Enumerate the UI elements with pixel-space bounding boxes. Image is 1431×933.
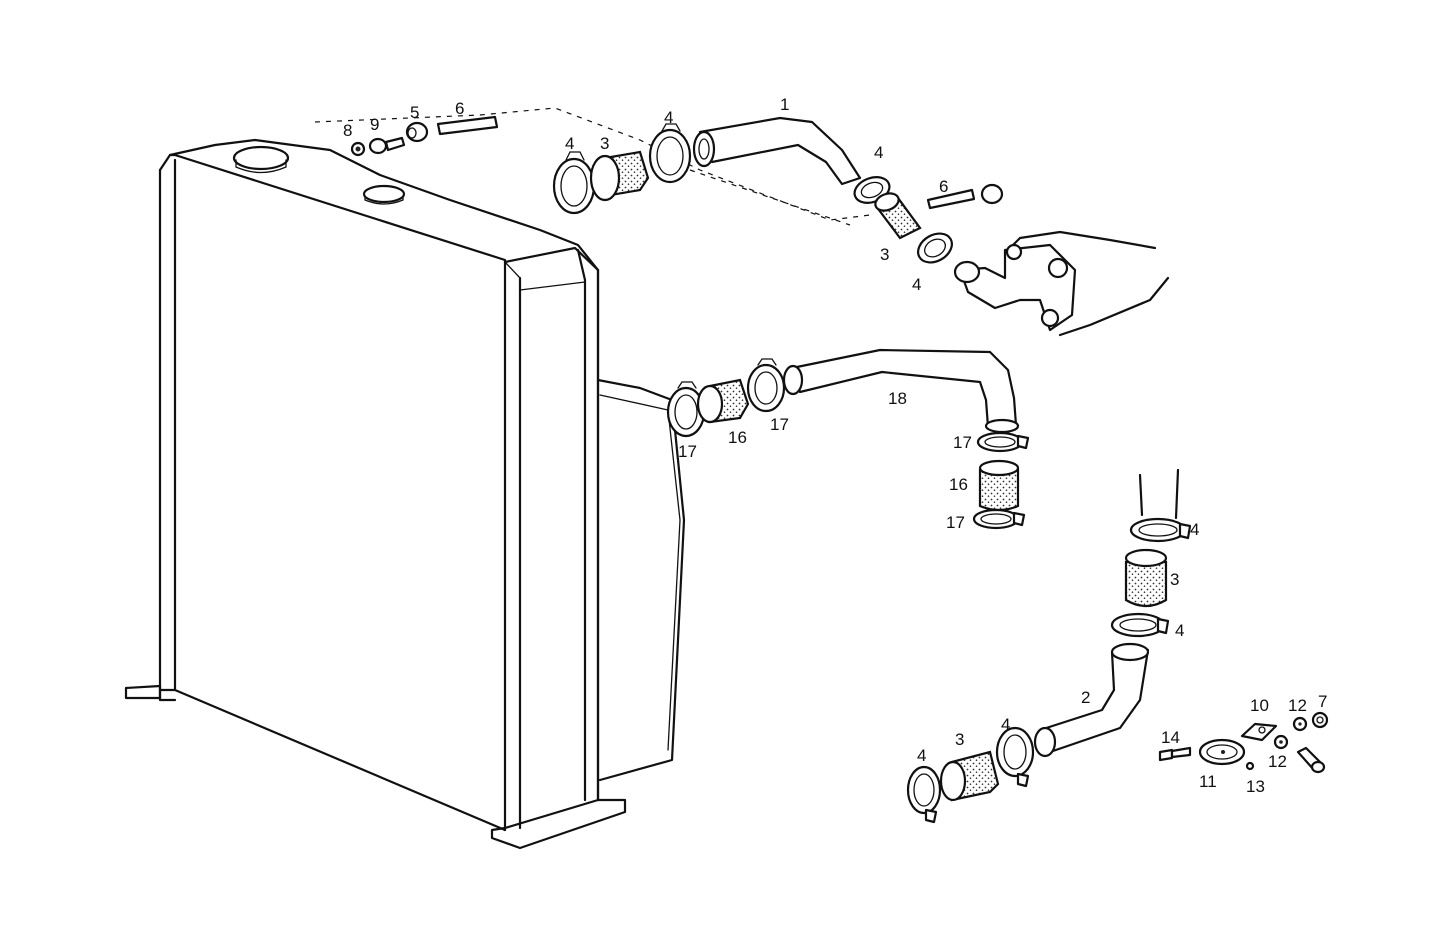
cap-5: [405, 121, 429, 143]
callout-8: 8: [343, 121, 352, 140]
callout-3: 3: [955, 730, 964, 749]
callout-labels: 1 2 3 3 3 3 4 4 4 4 4 4 4 4 5 6 6 7 8 9 …: [343, 95, 1327, 796]
callout-11: 11: [1199, 772, 1217, 791]
callout-17: 17: [770, 415, 789, 434]
sleeve-3-upper-right: [874, 192, 922, 240]
bracket-10: [1240, 722, 1278, 742]
callout-4: 4: [565, 134, 574, 153]
callout-4: 4: [912, 275, 921, 294]
radiator-tank: [124, 138, 686, 850]
clamp-4-lr-bottom: [1110, 612, 1170, 638]
callout-13: 13: [1246, 777, 1265, 796]
callout-9: 9: [370, 115, 379, 134]
callout-3: 3: [1170, 570, 1179, 589]
callout-16: 16: [949, 475, 968, 494]
sleeve-3-bottom: [939, 750, 1000, 802]
clamp-17-mid: [746, 358, 786, 413]
callout-4: 4: [1001, 715, 1010, 734]
sleeve-3-upper-left: [589, 150, 650, 202]
clamp-17-lower-right: [972, 508, 1026, 530]
callout-17: 17: [678, 442, 697, 461]
callout-4: 4: [1190, 520, 1199, 539]
hose-6-right: [926, 183, 1004, 210]
clamp-4-upper-mid: [648, 123, 692, 184]
callout-3: 3: [600, 134, 609, 153]
bolt-14: [1158, 746, 1192, 762]
washer-12-lower: [1273, 734, 1289, 750]
callout-6: 6: [455, 99, 464, 118]
callout-10: 10: [1250, 696, 1269, 715]
washer-12-upper: [1292, 716, 1308, 732]
clip-11: [1198, 738, 1246, 766]
upper-hose-1: [692, 116, 862, 186]
callout-4: 4: [664, 108, 673, 127]
callout-7: 7: [1318, 692, 1327, 711]
callout-1: 1: [780, 95, 789, 114]
nut-13: [1245, 761, 1255, 771]
clamp-4-upper-left: [552, 151, 596, 215]
clamp-17-left: [666, 381, 706, 438]
callout-4: 4: [874, 143, 883, 162]
sleeve-16-left: [696, 378, 750, 424]
callout-12: 12: [1268, 752, 1287, 771]
callout-4: 4: [1175, 621, 1184, 640]
callout-6: 6: [939, 177, 948, 196]
callout-18: 18: [888, 389, 907, 408]
callout-17: 17: [953, 433, 972, 452]
callout-2: 2: [1081, 688, 1090, 707]
pipe-stub-top: [1138, 468, 1180, 520]
valve-9: [368, 136, 406, 155]
clamp-4-lower-right: [917, 232, 953, 264]
screw-right: [1296, 746, 1326, 774]
callout-5: 5: [410, 103, 419, 122]
sleeve-16-right: [978, 459, 1020, 512]
clamp-4-bottom-left: [906, 765, 942, 824]
callout-3: 3: [880, 245, 889, 264]
clamp-17-upper-right: [976, 431, 1030, 453]
nut-7: [1311, 711, 1329, 729]
hose-2: [1033, 642, 1150, 758]
hose-18: [782, 348, 1020, 434]
engine-outlet-elbow: [953, 230, 1170, 337]
callout-16: 16: [728, 428, 747, 447]
callout-4: 4: [917, 746, 926, 765]
hose-6-left: [436, 115, 499, 136]
plug-8: [350, 141, 366, 157]
clamp-4-bottom-mid: [995, 726, 1035, 788]
clamp-4-lr-top: [1129, 517, 1192, 543]
callout-12: 12: [1288, 696, 1307, 715]
callout-17: 17: [946, 513, 965, 532]
sleeve-3-lr: [1124, 548, 1168, 608]
callout-14: 14: [1161, 728, 1180, 747]
